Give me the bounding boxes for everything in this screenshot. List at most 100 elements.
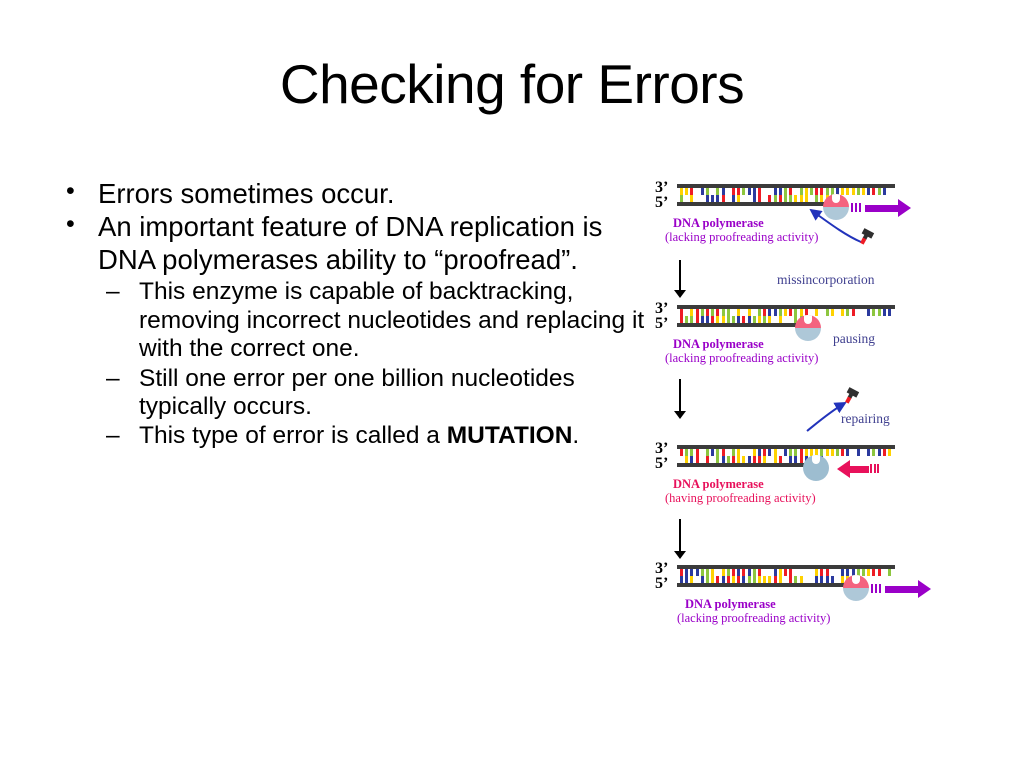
dna-base-upper	[882, 188, 886, 195]
strand-prime-labels: 3’5’	[655, 180, 679, 211]
dna-base-lower	[773, 316, 777, 323]
dna-base-upper	[778, 188, 782, 195]
dna-base-upper	[825, 188, 829, 195]
dna-base-lower	[872, 195, 875, 202]
dna-base-lower	[700, 576, 704, 583]
dna-base-lower	[747, 456, 751, 463]
dna-base-upper	[690, 309, 694, 316]
dna-base-lower	[742, 195, 746, 202]
dna-base-upper	[862, 449, 865, 456]
dna-base-lower	[888, 576, 891, 583]
dna-base-upper	[867, 569, 871, 576]
dna-base-lower	[784, 456, 787, 463]
dna-base-upper	[799, 449, 803, 456]
dna-base-upper	[763, 449, 767, 456]
dna-base-upper	[763, 569, 767, 576]
dna-backbone-bottom	[677, 583, 853, 587]
dna-base-lower	[888, 195, 891, 202]
dna-base-upper	[706, 309, 709, 316]
dna-base-lower	[825, 576, 829, 583]
dna-base-lower	[700, 456, 704, 463]
prime-5: 5’	[655, 575, 669, 592]
dna-base-lower	[867, 195, 870, 202]
dna-base-lower	[768, 316, 772, 323]
dna-base-lower	[721, 576, 725, 583]
dna-base-upper	[867, 449, 871, 456]
dna-base-upper	[752, 188, 756, 195]
polymerase-active-site	[812, 455, 820, 464]
dna-base-upper	[820, 188, 824, 195]
dna-base-upper	[695, 569, 699, 576]
dna-base-lower	[841, 316, 844, 323]
strand-prime-labels: 3’5’	[655, 560, 679, 592]
arrow-head	[674, 290, 686, 298]
dna-base-upper	[685, 569, 689, 576]
dna-base-lower	[732, 456, 735, 463]
flow-down-arrow	[673, 519, 687, 559]
dna-base-upper	[726, 188, 730, 195]
dna-base-lower	[685, 576, 689, 583]
polymerase-sublabel-4: (lacking proofreading activity)	[677, 611, 831, 625]
dna-base-upper	[685, 188, 689, 195]
dna-base-lower	[878, 456, 881, 463]
dna-base-upper	[700, 309, 704, 316]
dna-base-upper	[872, 309, 876, 316]
dna-base-upper	[830, 309, 834, 316]
arrow-head	[898, 199, 911, 217]
dna-backbone-top	[677, 184, 895, 188]
dna-base-upper	[768, 188, 772, 195]
annotation-missincorporation: missincorporation	[777, 272, 875, 287]
dna-base-lower	[799, 576, 803, 583]
dna-base-upper	[815, 449, 819, 456]
dna-base-upper	[784, 188, 787, 195]
dna-base-lower	[778, 316, 782, 323]
dna-base-lower	[742, 576, 746, 583]
dna-base-upper	[846, 449, 850, 456]
list-item: • An important feature of DNA replicatio…	[52, 210, 652, 450]
dna-base-lower	[852, 195, 855, 202]
dna-base-upper	[789, 188, 793, 195]
dna-base-lower	[784, 316, 787, 323]
arrow-shaft	[865, 205, 899, 212]
polymerase-label-4: DNA polymerase	[685, 597, 776, 611]
dna-base-upper	[856, 569, 860, 576]
dna-base-lower	[721, 456, 725, 463]
sub-bullet-text: Still one error per one billion nucleoti…	[139, 364, 575, 420]
dna-backbone-bottom	[677, 323, 815, 327]
dna-polymerase-icon	[795, 315, 821, 341]
dna-base-upper	[742, 309, 746, 316]
page-title: Checking for Errors	[279, 53, 745, 115]
dna-base-lower	[857, 195, 860, 202]
dna-base-upper	[810, 569, 813, 576]
dna-base-lower	[830, 576, 834, 583]
dna-base-upper	[737, 309, 741, 316]
prime-3: 3’	[655, 440, 669, 457]
dna-base-upper	[862, 569, 865, 576]
dna-base-lower	[706, 456, 709, 463]
flow-down-arrow	[673, 379, 687, 419]
diagram-panel-1: 3’5’DNA polymerase(lacking proofreading …	[655, 180, 925, 298]
dna-base-lower	[883, 195, 886, 202]
dna-proofreading-diagram: 3’5’DNA polymerase(lacking proofreading …	[655, 176, 931, 646]
dna-base-lower	[789, 195, 793, 202]
dna-base-lower	[778, 576, 782, 583]
dna-base-lower	[711, 576, 715, 583]
dna-base-lower	[852, 316, 855, 323]
list-item: • Errors sometimes occur.	[52, 177, 652, 210]
arrow-stem	[679, 260, 681, 290]
dna-base-upper	[721, 449, 725, 456]
dna-base-upper	[815, 188, 819, 195]
arrow-stem	[679, 519, 681, 551]
arrow-tick	[879, 584, 881, 593]
dna-base-upper	[804, 309, 808, 316]
dna-base-lower	[852, 456, 855, 463]
dna-base-lower	[690, 456, 694, 463]
dna-base-upper	[680, 309, 683, 316]
dna-base-lower	[690, 316, 694, 323]
diagram-panel-3: 3’5’DNA polymerase(having proofreading a…	[655, 440, 925, 559]
dna-base-lower	[794, 456, 798, 463]
prime-3: 3’	[655, 560, 669, 577]
dna-base-lower	[680, 576, 683, 583]
arrow-tick	[859, 203, 861, 212]
dna-base-upper	[836, 449, 839, 456]
